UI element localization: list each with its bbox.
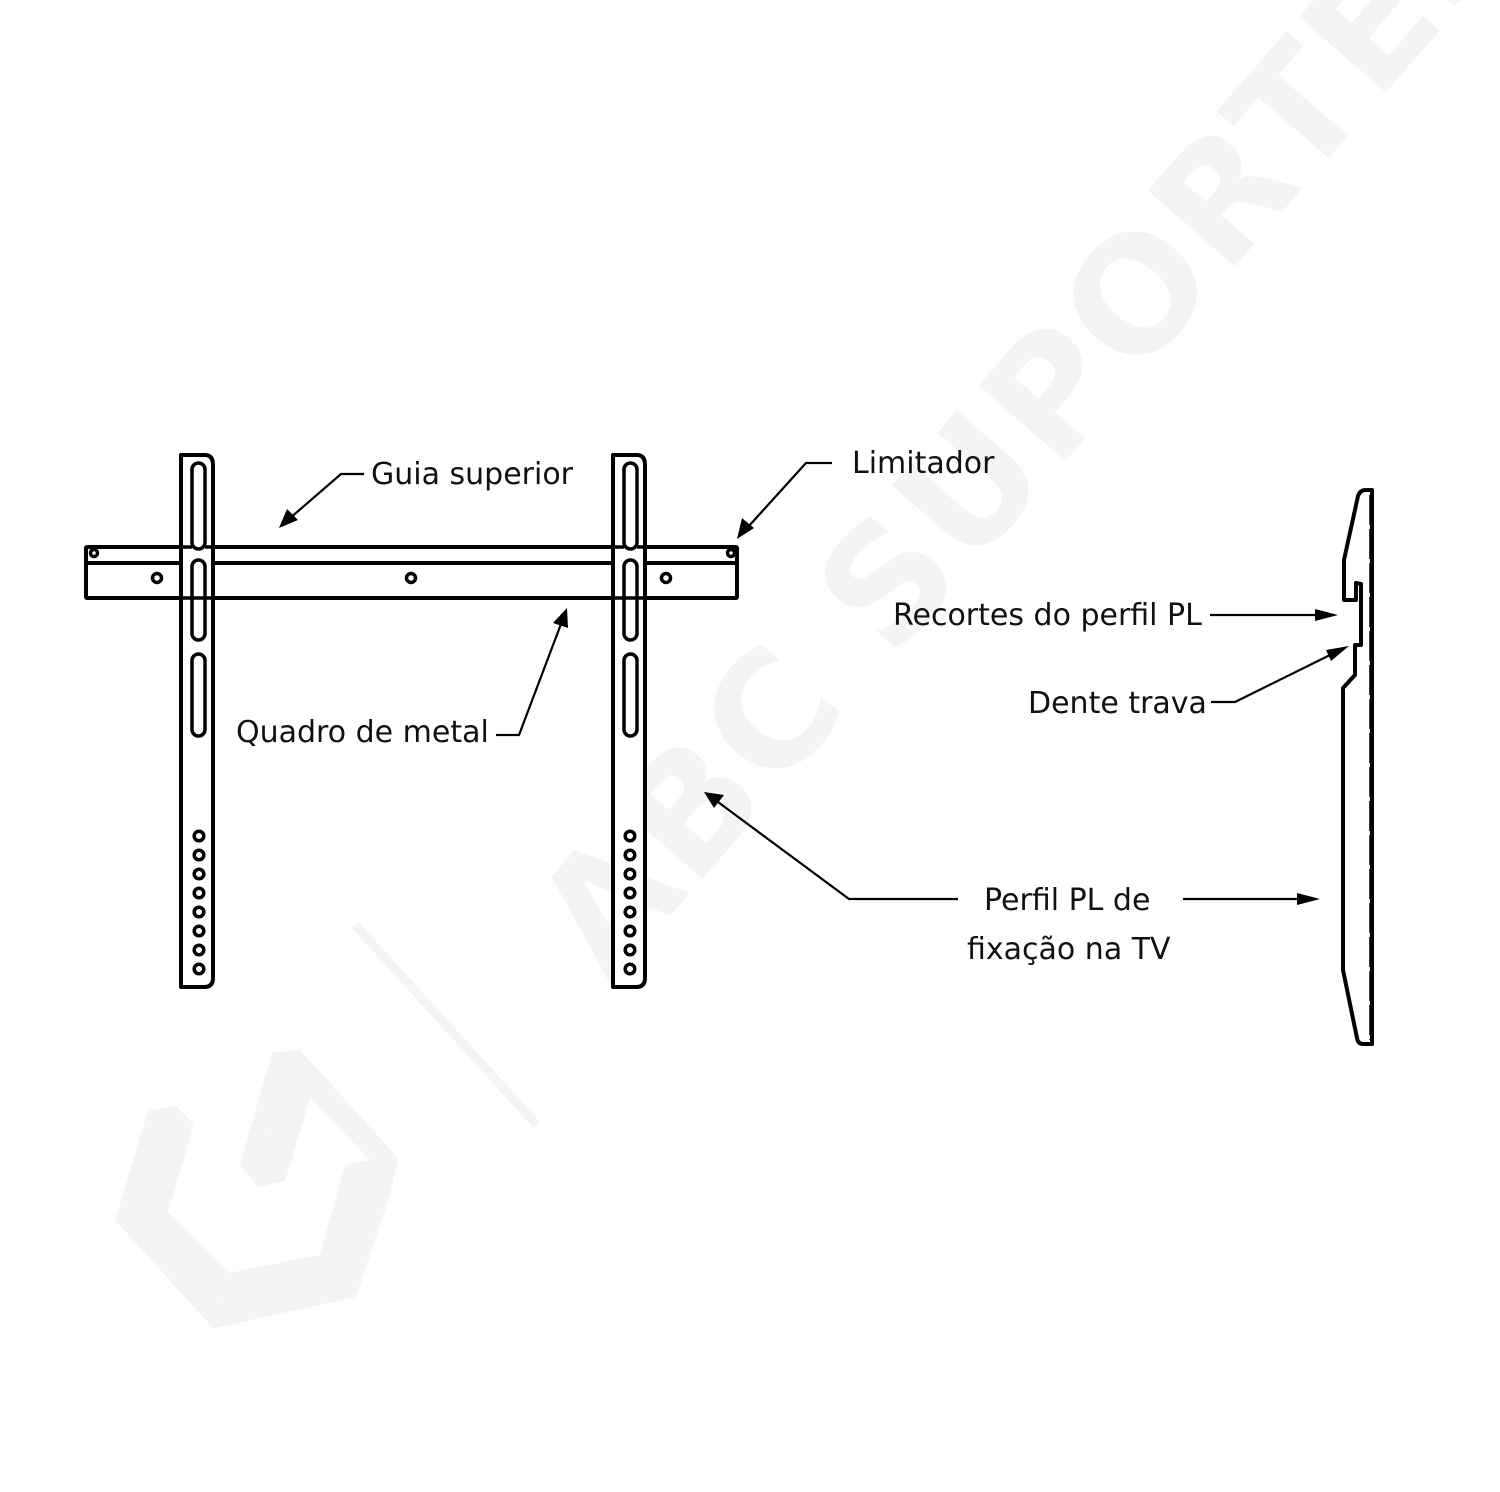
rail-crossing-marks (181, 545, 645, 600)
rail-hole (659, 571, 673, 585)
front-view (84, 453, 739, 989)
label-guia-superior: Guia superior (371, 457, 574, 492)
label-recortes-do-perfil-pl: Recortes do perfil PL (893, 598, 1202, 633)
limitador-hole-right (725, 547, 737, 559)
labels: Guia superior Limitador Quadro de metal … (236, 446, 1207, 967)
watermark: ABC SUPORTES (115, 0, 1500, 1328)
leaders (279, 461, 1349, 905)
perfil-pl-left (179, 453, 215, 989)
perfil-pl-right (611, 453, 647, 989)
abc-hexagon-logo-icon (115, 1050, 398, 1328)
rail-hole (150, 571, 164, 585)
rail-hole (404, 571, 418, 585)
side-view-perfil-pl (1341, 488, 1374, 1046)
watermark-divider (351, 921, 541, 1129)
label-perfil-pl-line1: Perfil PL de (984, 883, 1150, 918)
label-limitador: Limitador (852, 446, 995, 481)
limitador-hole-left (88, 547, 100, 559)
label-perfil-pl-line2: fixação na TV (967, 932, 1171, 967)
label-quadro-de-metal: Quadro de metal (236, 715, 489, 750)
label-dente-trava: Dente trava (1028, 686, 1207, 721)
watermark-brand-text: ABC SUPORTES (500, 0, 1500, 1010)
